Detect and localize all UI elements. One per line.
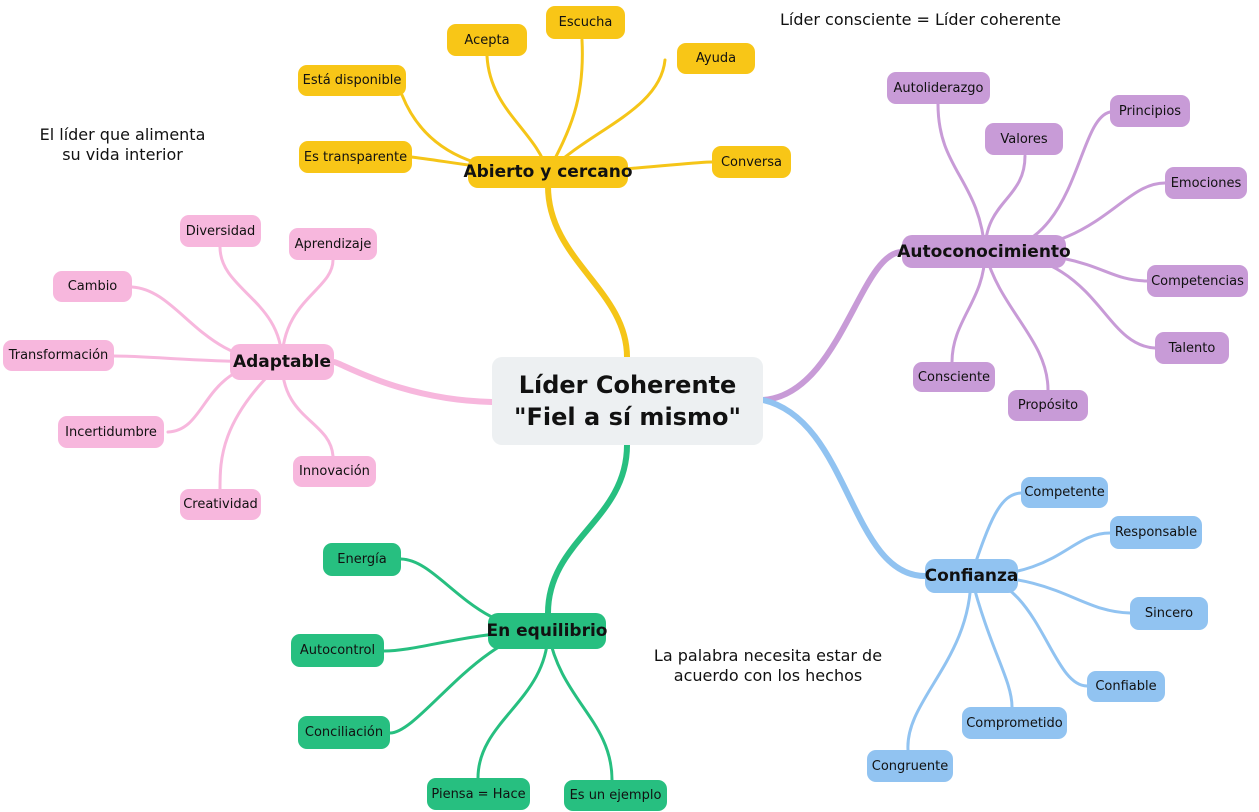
node-comprometido[interactable]: Comprometido xyxy=(962,707,1067,739)
node-emociones[interactable]: Emociones xyxy=(1165,167,1247,199)
note-left-line1: El líder que alimenta xyxy=(39,125,206,144)
node-energia[interactable]: Energía xyxy=(323,543,401,576)
note-left-line2: su vida interior xyxy=(62,145,183,164)
node-autoliderazgo[interactable]: Autoliderazgo xyxy=(887,72,990,104)
node-talento[interactable]: Talento xyxy=(1155,332,1229,364)
node-valores[interactable]: Valores xyxy=(985,123,1063,155)
branch-abierto[interactable]: Abierto y cercano xyxy=(463,156,633,188)
node-principios[interactable]: Principios xyxy=(1110,95,1190,127)
node-innovacion[interactable]: Innovación xyxy=(293,456,376,487)
node-escucha[interactable]: Escucha xyxy=(546,6,625,39)
note-bottom: La palabra necesita estar de acuerdo con… xyxy=(648,646,888,686)
node-confiable[interactable]: Confiable xyxy=(1087,671,1165,702)
node-proposito[interactable]: Propósito xyxy=(1008,390,1088,421)
node-incertidumbre[interactable]: Incertidumbre xyxy=(58,416,164,448)
node-sincero[interactable]: Sincero xyxy=(1130,597,1208,630)
node-ayuda[interactable]: Ayuda xyxy=(677,43,755,74)
node-competente[interactable]: Competente xyxy=(1021,477,1108,508)
node-es-un-ejemplo[interactable]: Es un ejemplo xyxy=(564,780,667,811)
node-consciente[interactable]: Consciente xyxy=(913,362,995,392)
node-transformacion[interactable]: Transformación xyxy=(3,340,114,371)
node-es-transparente[interactable]: Es transparente xyxy=(299,141,412,173)
node-conversa[interactable]: Conversa xyxy=(712,146,791,178)
node-aprendizaje[interactable]: Aprendizaje xyxy=(289,228,377,260)
node-responsable[interactable]: Responsable xyxy=(1110,516,1202,549)
abierto-connectors xyxy=(400,38,714,360)
node-competencias[interactable]: Competencias xyxy=(1147,265,1248,297)
branch-autoconocimiento[interactable]: Autoconocimiento xyxy=(897,235,1071,268)
node-esta-disponible[interactable]: Está disponible xyxy=(298,65,406,96)
note-bottom-line2: acuerdo con los hechos xyxy=(673,666,863,685)
node-diversidad[interactable]: Diversidad xyxy=(180,215,261,247)
node-piensa-hace[interactable]: Piensa = Hace xyxy=(427,778,530,810)
node-creatividad[interactable]: Creatividad xyxy=(180,489,261,520)
node-conciliacion[interactable]: Conciliación xyxy=(298,716,390,749)
branch-adaptable[interactable]: Adaptable xyxy=(230,344,334,380)
note-bottom-line1: La palabra necesita estar de xyxy=(653,646,883,665)
branch-confianza[interactable]: Confianza xyxy=(925,559,1018,593)
node-cambio[interactable]: Cambio xyxy=(53,271,132,302)
node-congruente[interactable]: Congruente xyxy=(867,750,953,782)
central-topic-line1: Líder Coherente xyxy=(518,371,737,399)
note-top: Líder consciente = Líder coherente xyxy=(780,10,1061,29)
note-left: El líder que alimenta su vida interior xyxy=(30,125,215,165)
central-topic[interactable]: Líder Coherente "Fiel a sí mismo" xyxy=(492,357,763,445)
node-autocontrol[interactable]: Autocontrol xyxy=(291,634,384,667)
central-topic-line2: "Fiel a sí mismo" xyxy=(514,403,741,431)
node-acepta[interactable]: Acepta xyxy=(447,24,527,56)
branch-equilibrio[interactable]: En equilibrio xyxy=(487,613,608,649)
